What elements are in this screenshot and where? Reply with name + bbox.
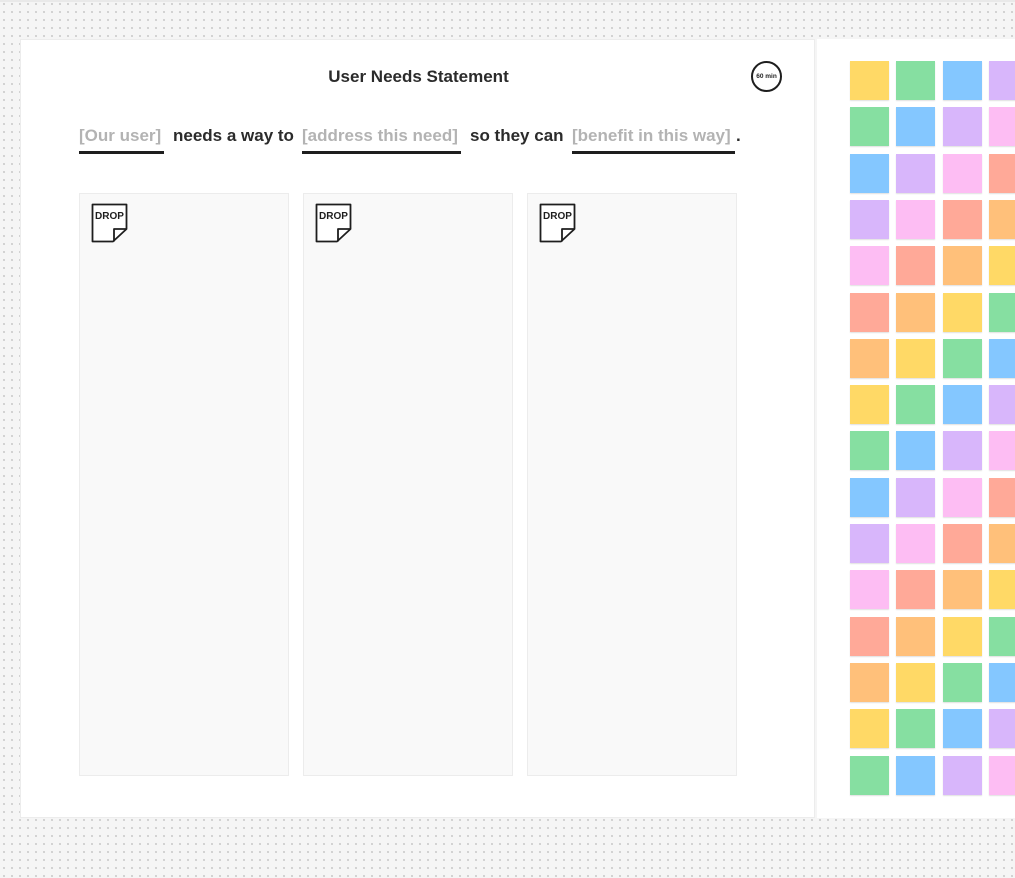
sticky-note[interactable]	[988, 61, 1015, 100]
sticky-note[interactable]	[942, 107, 982, 147]
sticky-note[interactable]	[850, 524, 889, 563]
sticky-note[interactable]	[850, 385, 889, 425]
sticky-note[interactable]	[896, 709, 936, 749]
sticky-note[interactable]	[850, 662, 889, 702]
sticky-note[interactable]	[988, 616, 1015, 656]
sticky-note[interactable]	[942, 61, 982, 100]
sticky-note[interactable]	[942, 431, 982, 471]
sticky-note[interactable]	[850, 570, 889, 610]
top-divider	[0, 0, 1015, 2]
drop-icon: DROP	[539, 203, 576, 243]
sticky-note[interactable]	[896, 524, 936, 563]
drop-icon: DROP	[91, 203, 128, 243]
sticky-note[interactable]	[896, 153, 936, 193]
placeholder-our-user[interactable]: [Our user]	[79, 124, 164, 154]
sticky-note[interactable]	[988, 709, 1015, 749]
timer-label: 60 min	[756, 73, 777, 80]
sticky-note[interactable]	[896, 292, 936, 332]
sticky-note[interactable]	[988, 662, 1015, 702]
sticky-note[interactable]	[896, 431, 936, 471]
drop-column-1[interactable]: DROP	[79, 193, 289, 776]
sticky-note[interactable]	[850, 616, 889, 656]
sticky-note[interactable]	[896, 616, 936, 656]
sticky-note[interactable]	[942, 246, 982, 286]
sticky-note[interactable]	[942, 385, 982, 425]
sticky-note[interactable]	[942, 709, 982, 749]
sticky-note[interactable]	[850, 292, 889, 332]
sticky-note[interactable]	[988, 385, 1015, 425]
sticky-note[interactable]	[942, 338, 982, 378]
sticky-note-palette	[817, 39, 1015, 818]
sticky-note[interactable]	[896, 246, 936, 286]
board-title: User Needs Statement	[328, 67, 509, 86]
sticky-note[interactable]	[988, 755, 1015, 795]
sticky-note[interactable]	[896, 570, 936, 610]
sticky-note[interactable]	[942, 570, 982, 610]
sticky-note[interactable]	[896, 755, 936, 795]
sticky-note[interactable]	[896, 107, 936, 147]
sticky-note[interactable]	[988, 246, 1015, 286]
sticky-note[interactable]	[942, 524, 982, 563]
sticky-note[interactable]	[988, 107, 1015, 147]
timer-badge[interactable]: 60 min	[751, 61, 782, 92]
text-so-they-can: so they can	[470, 126, 564, 145]
sticky-note[interactable]	[942, 153, 982, 193]
placeholder-benefit[interactable]: [benefit in this way]	[572, 124, 735, 154]
sticky-note[interactable]	[988, 292, 1015, 332]
sticky-note[interactable]	[850, 153, 889, 193]
sticky-note[interactable]	[988, 477, 1015, 517]
sticky-note[interactable]	[988, 153, 1015, 193]
drop-label: DROP	[95, 211, 124, 222]
text-period: .	[736, 126, 741, 145]
sticky-note[interactable]	[896, 477, 936, 517]
drop-icon: DROP	[315, 203, 352, 243]
sticky-note[interactable]	[988, 570, 1015, 610]
drop-column-2[interactable]: DROP	[303, 193, 513, 776]
sticky-note[interactable]	[896, 338, 936, 378]
sticky-note[interactable]	[896, 61, 936, 100]
sticky-note[interactable]	[896, 385, 936, 425]
template-board: User Needs Statement 60 min [Our user] n…	[20, 39, 815, 818]
sticky-note[interactable]	[850, 61, 889, 100]
sticky-note[interactable]	[988, 199, 1015, 239]
sticky-note[interactable]	[896, 199, 936, 239]
sticky-note[interactable]	[942, 199, 982, 239]
placeholder-address-need[interactable]: [address this need]	[302, 124, 461, 154]
text-needs-a-way-to: needs a way to	[173, 126, 294, 145]
sticky-note[interactable]	[942, 616, 982, 656]
sticky-note[interactable]	[850, 199, 889, 239]
drop-label: DROP	[543, 211, 572, 222]
sticky-note[interactable]	[942, 662, 982, 702]
sticky-note[interactable]	[988, 431, 1015, 471]
sticky-note[interactable]	[850, 107, 889, 147]
sticky-note[interactable]	[988, 524, 1015, 563]
sticky-note[interactable]	[942, 755, 982, 795]
sticky-note[interactable]	[850, 709, 889, 749]
sticky-note[interactable]	[850, 477, 889, 517]
drop-column-3[interactable]: DROP	[527, 193, 737, 776]
sticky-note[interactable]	[850, 755, 889, 795]
sticky-note[interactable]	[942, 477, 982, 517]
sticky-note[interactable]	[850, 431, 889, 471]
sticky-note[interactable]	[942, 292, 982, 332]
sticky-note[interactable]	[896, 662, 936, 702]
sticky-note[interactable]	[850, 338, 889, 378]
drop-label: DROP	[319, 211, 348, 222]
sticky-note[interactable]	[988, 338, 1015, 378]
sticky-note[interactable]	[850, 246, 889, 286]
